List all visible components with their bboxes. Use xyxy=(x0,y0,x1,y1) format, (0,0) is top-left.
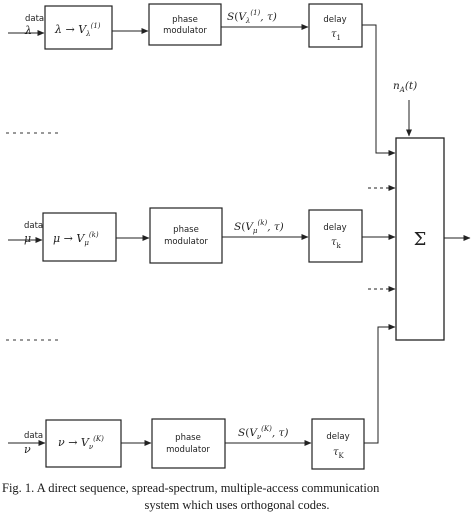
branch-1-modulator-line1: phase xyxy=(172,15,198,25)
branch-3-signal-label: S(Vν(K), τ) xyxy=(238,425,288,441)
branch-2-mapper-text: μ → Vμ(k) xyxy=(53,231,99,247)
branch-2-delay-block xyxy=(308,209,363,263)
branch-3-mapper-text: ν → Vν(K) xyxy=(58,435,104,451)
branch-2-input-symbol: μ xyxy=(24,232,31,245)
branch-1-signal-label: S(Vλ(1), τ) xyxy=(227,9,277,25)
branch-1-delay-tau: τ1 xyxy=(331,29,341,42)
branch-3-modulator-line1: phase xyxy=(175,433,201,443)
branch-2-modulator-line1: phase xyxy=(173,225,199,235)
branch-1-mapper-text: λ → Vλ(1) xyxy=(54,22,101,38)
branch-1-to-summer-line xyxy=(362,24,396,156)
branch-1-modulator-line2: modulator xyxy=(163,26,207,36)
branch-1-mapper-block xyxy=(44,5,113,50)
summer-block xyxy=(395,137,445,341)
branch-2-mapper-block xyxy=(42,212,117,262)
branch-1-input-symbol: λ xyxy=(24,24,32,37)
branch-3-to-summer-line xyxy=(364,324,396,444)
branch-2-data-label: data xyxy=(24,221,43,231)
branch-2-modulator-line2: modulator xyxy=(164,237,208,247)
branch-2: data μ μ → Vμ(k) phase modulator S(Vμ(k)… xyxy=(8,207,396,264)
branch-3-modulator-line2: modulator xyxy=(166,445,210,455)
branch-2-delay-label: delay xyxy=(323,223,346,233)
branch-2-delay-tau: τk xyxy=(331,237,342,250)
branch-3-phase-modulator-block xyxy=(151,418,226,469)
branch-1-data-label: data xyxy=(25,14,44,24)
branch-3-delay-block xyxy=(311,418,365,470)
noise-label: nA(t) xyxy=(393,80,417,94)
branch-1-phase-modulator-block xyxy=(148,3,222,46)
caption-line-1: Fig. 1. A direct sequence, spread-spectr… xyxy=(2,481,380,495)
branch-3-input-symbol: ν xyxy=(24,443,31,456)
branch-2-signal-label: S(Vμ(k), τ) xyxy=(234,219,284,235)
branch-2-phase-modulator-block xyxy=(149,207,223,264)
caption-line-2: system which uses orthogonal codes. xyxy=(144,498,330,512)
branch-1-delay-block xyxy=(308,3,363,48)
branch-1: data λ λ → Vλ(1) phase modulator S(Vλ(1)… xyxy=(8,3,396,156)
branch-3-data-label: data xyxy=(24,431,43,441)
branch-3: data ν ν → Vν(K) phase modulator S(Vν(K)… xyxy=(8,324,396,470)
branch-1-delay-label: delay xyxy=(323,15,346,25)
summation-symbol: Σ xyxy=(414,229,427,250)
branch-3-delay-label: delay xyxy=(326,432,349,442)
branch-3-delay-tau: τK xyxy=(333,447,345,460)
